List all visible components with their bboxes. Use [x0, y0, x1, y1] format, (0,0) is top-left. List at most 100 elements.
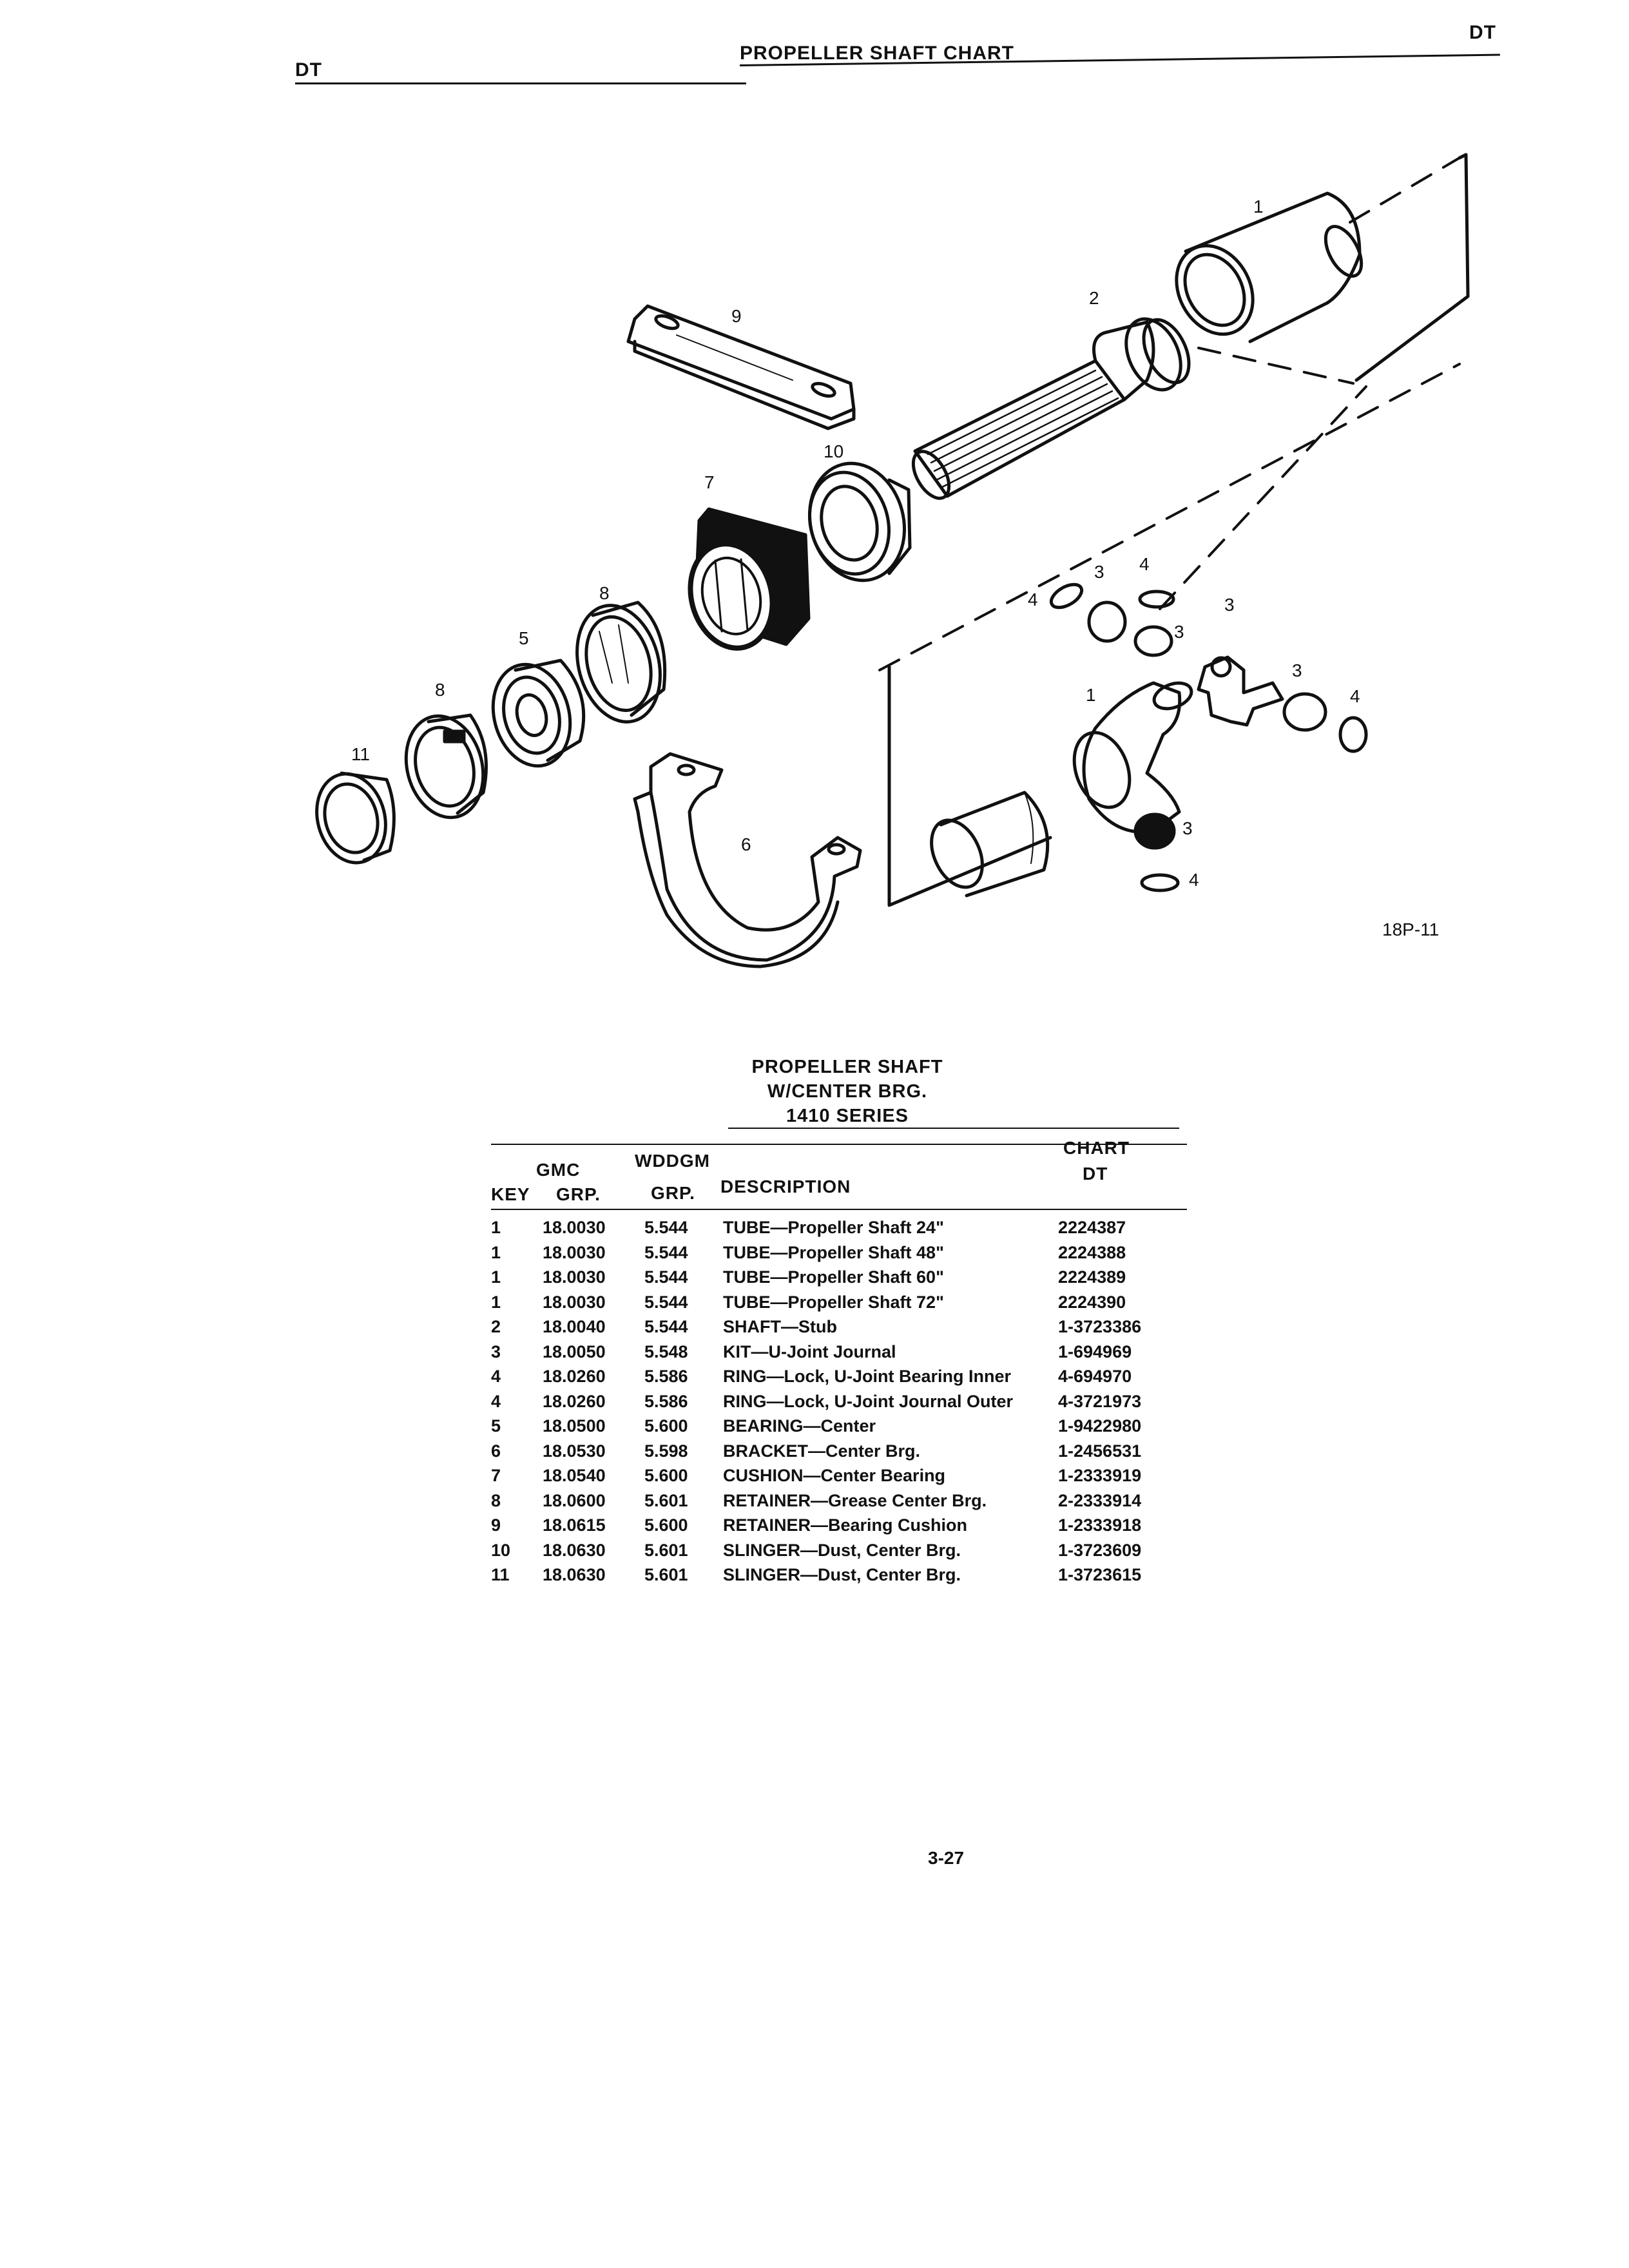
cell-key: 6 [491, 1441, 501, 1461]
table-title-line3: 1410 SERIES [786, 1106, 909, 1126]
cell-gmc: 18.0630 [543, 1565, 606, 1584]
callout-3-e: 3 [1182, 818, 1193, 838]
cell-description: RETAINER—Grease Center Brg. [723, 1490, 987, 1510]
cell-key: 4 [491, 1391, 501, 1411]
cell-description: TUBE—Propeller Shaft 24" [723, 1218, 944, 1237]
col-gmc-grp: GRP. [556, 1184, 601, 1204]
callout-10: 10 [824, 441, 843, 461]
grease-retainer-part-upper [575, 601, 667, 724]
cell-key: 1 [491, 1267, 501, 1287]
col-dt: DT [1083, 1164, 1108, 1184]
col-description: DESCRIPTION [720, 1177, 851, 1196]
cell-chart: 1-3723615 [1058, 1565, 1142, 1584]
cell-key: 10 [491, 1540, 511, 1560]
guide-frame-left [887, 665, 1052, 907]
callout-1-upper: 1 [1253, 197, 1264, 216]
cell-gmc: 18.0540 [543, 1466, 606, 1485]
cell-chart: 1-3723609 [1058, 1540, 1142, 1560]
stub-shaft-part [911, 317, 1191, 500]
cell-key: 7 [491, 1466, 501, 1485]
cell-description: TUBE—Propeller Shaft 72" [723, 1292, 944, 1312]
header-rule-left [295, 82, 746, 84]
lock-rings [1049, 582, 1368, 892]
col-gmc: GMC [536, 1160, 581, 1180]
cell-gmc: 18.0050 [543, 1341, 606, 1361]
cell-gmc: 18.0040 [543, 1317, 606, 1336]
cell-key: 1 [491, 1218, 501, 1237]
tube-part-upper [1175, 191, 1364, 343]
tube-part-lower [930, 791, 1050, 898]
cell-description: RING—Lock, U-Joint Bearing Inner [723, 1367, 1012, 1386]
cell-key: 9 [491, 1515, 501, 1535]
callout-4-c: 4 [1350, 686, 1360, 706]
cell-description: KIT—U-Joint Journal [723, 1341, 896, 1361]
table-header-rule-bottom [491, 1209, 1187, 1210]
table-title-line1: PROPELLER SHAFT [751, 1057, 943, 1077]
cell-gmc: 18.0600 [543, 1490, 606, 1510]
callout-3-c: 3 [1224, 595, 1235, 615]
cell-chart: 2-2333914 [1058, 1490, 1142, 1510]
cell-gmc: 18.0030 [543, 1218, 606, 1237]
cushion-retainer-part [626, 304, 856, 430]
cell-wddgm: 5.598 [644, 1441, 688, 1461]
slinger-part-11 [315, 771, 396, 865]
cell-chart: 1-2456531 [1058, 1441, 1142, 1461]
cell-description: CUSHION—Center Bearing [723, 1466, 946, 1485]
callout-1-lower: 1 [1086, 685, 1096, 705]
cell-key: 3 [491, 1341, 501, 1361]
cell-wddgm: 5.586 [644, 1391, 688, 1411]
callout-7: 7 [704, 472, 715, 492]
cell-wddgm: 5.548 [644, 1341, 688, 1361]
bearing-cups [1087, 601, 1327, 850]
cell-description: BRACKET—Center Brg. [723, 1441, 921, 1461]
header-right-code: DT [1469, 22, 1496, 43]
cell-chart: 1-2333918 [1058, 1515, 1142, 1535]
callout-8-upper: 8 [599, 583, 610, 603]
callout-6: 6 [741, 834, 751, 854]
cell-chart: 4-3721973 [1058, 1391, 1142, 1411]
callout-8-lower: 8 [435, 680, 445, 700]
cell-description: SHAFT—Stub [723, 1317, 837, 1336]
cell-key: 5 [491, 1416, 501, 1436]
cell-chart: 2224390 [1058, 1292, 1126, 1312]
cell-gmc: 18.0630 [543, 1540, 606, 1560]
cell-key: 2 [491, 1317, 501, 1336]
slinger-part-10 [807, 461, 912, 582]
cell-gmc: 18.0260 [543, 1391, 606, 1411]
cell-gmc: 18.0030 [543, 1242, 606, 1262]
callout-3-b: 3 [1174, 622, 1184, 642]
cell-key: 11 [491, 1565, 510, 1584]
page-number: 3-27 [928, 1848, 965, 1868]
cell-chart: 2224389 [1058, 1267, 1126, 1287]
cell-gmc: 18.0030 [543, 1267, 606, 1287]
cell-key: 8 [491, 1490, 501, 1510]
callout-9: 9 [731, 306, 742, 326]
cell-key: 4 [491, 1367, 501, 1386]
u-joint-yoke-part [1072, 681, 1193, 834]
grease-retainer-part-lower [404, 713, 488, 820]
cell-chart: 2224388 [1058, 1242, 1126, 1262]
col-wddgm: WDDGM [635, 1151, 710, 1171]
cell-wddgm: 5.544 [644, 1317, 688, 1336]
cell-description: RING—Lock, U-Joint Journal Outer [723, 1391, 1014, 1411]
callout-4-d: 4 [1189, 870, 1199, 890]
cell-chart: 1-2333919 [1058, 1466, 1142, 1485]
cell-wddgm: 5.544 [644, 1242, 688, 1262]
cell-wddgm: 5.600 [644, 1466, 688, 1485]
cell-wddgm: 5.601 [644, 1540, 688, 1560]
guide-frame-right [1354, 153, 1470, 382]
assembly-guide-lines [878, 157, 1461, 671]
cell-wddgm: 5.600 [644, 1416, 688, 1436]
callout-2: 2 [1089, 288, 1099, 308]
callout-5: 5 [519, 628, 529, 648]
cell-gmc: 18.0500 [543, 1416, 606, 1436]
cell-chart: 1-3723386 [1058, 1317, 1142, 1336]
cell-key: 1 [491, 1242, 501, 1262]
cell-description: SLINGER—Dust, Center Brg. [723, 1540, 961, 1560]
cell-wddgm: 5.544 [644, 1218, 688, 1237]
center-bracket-part [633, 752, 862, 968]
table-title-line2: W/CENTER BRG. [767, 1081, 928, 1102]
cell-gmc: 18.0530 [543, 1441, 606, 1461]
cell-description: BEARING—Center [723, 1416, 876, 1436]
header-left-code: DT [295, 59, 322, 81]
